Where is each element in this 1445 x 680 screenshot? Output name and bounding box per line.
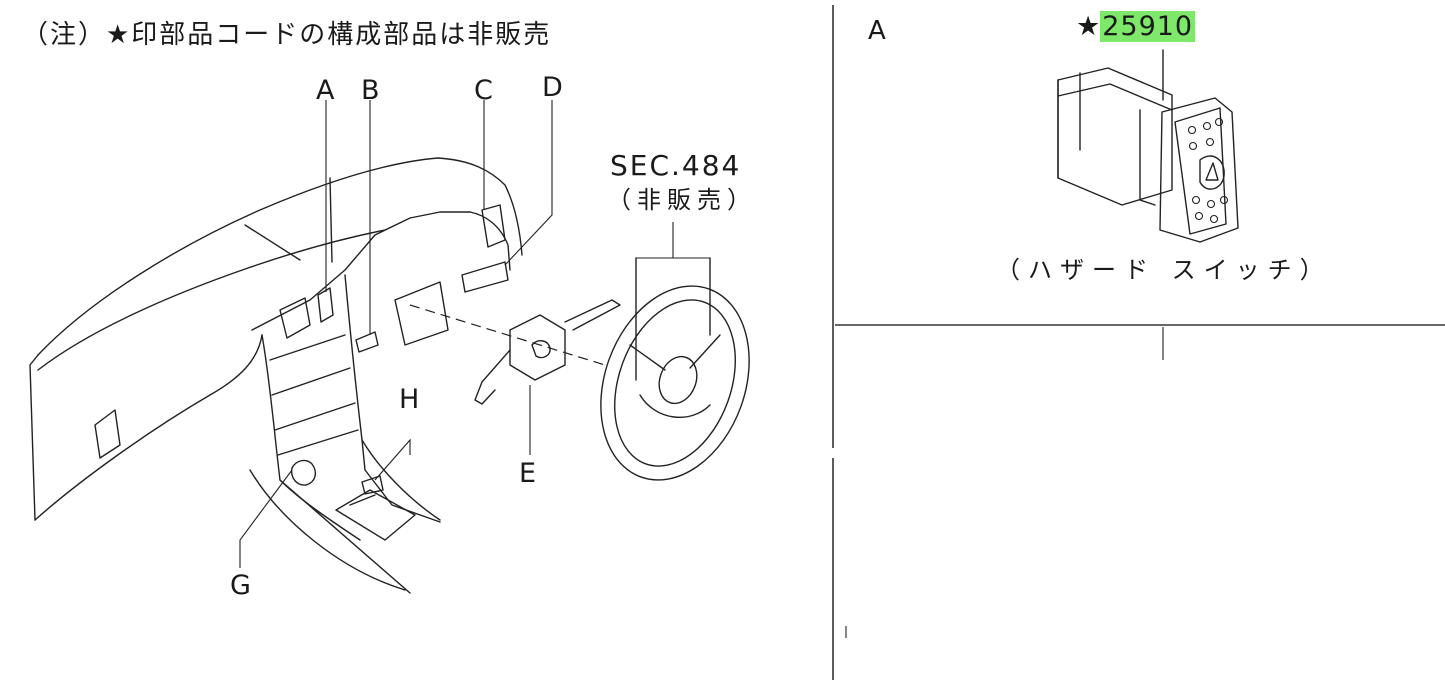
part-name: （ハザード スイッチ） xyxy=(996,256,1332,284)
part-number[interactable]: 25910 xyxy=(1100,11,1196,42)
callout-b: B xyxy=(361,75,380,106)
callout-a: A xyxy=(316,75,335,106)
callout-g: G xyxy=(230,570,251,601)
combination-switch-drawing xyxy=(409,299,621,455)
steering-wheel-drawing xyxy=(600,222,750,481)
callout-c: C xyxy=(474,75,493,106)
callout-h: H xyxy=(399,384,420,415)
instrument-panel-drawing xyxy=(29,100,553,594)
hazard-switch-drawing xyxy=(1057,49,1239,243)
note-text: （注）★印部品コードの構成部品は非販売 xyxy=(22,20,552,50)
part-number-label: ★25910 xyxy=(1076,11,1196,42)
star-mark: ★ xyxy=(1076,11,1101,42)
callout-d: D xyxy=(542,72,563,103)
callout-e: E xyxy=(519,458,537,489)
section-reference-label: SEC.484 xyxy=(610,149,742,182)
detail-panel-id: A xyxy=(868,16,886,46)
section-reference-note: （非販売） xyxy=(607,186,757,214)
